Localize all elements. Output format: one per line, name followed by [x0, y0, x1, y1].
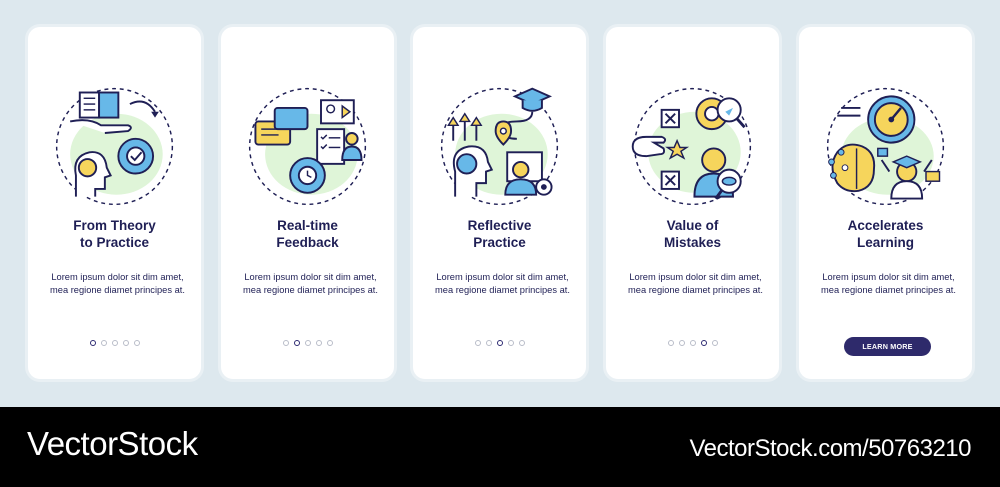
- onboarding-screens: From Theory to Practice Lorem ipsum dolo…: [28, 27, 972, 379]
- brand-logo-text: VectorStock: [27, 425, 198, 462]
- onboarding-card-value-of-mistakes: Value of Mistakes Lorem ipsum dolor sit …: [606, 27, 779, 379]
- card-title: Real-time Feedback: [229, 217, 386, 251]
- pagination-dot-2[interactable]: [485, 340, 492, 346]
- watermark-text: VectorStock.com/50763210: [689, 435, 971, 462]
- card-title-line-2: Mistakes: [663, 235, 722, 250]
- card-title-line-1: Real-time: [277, 218, 338, 233]
- pagination-dot-1[interactable]: [89, 340, 96, 346]
- pagination-dot-5[interactable]: [326, 340, 333, 346]
- book-hand-gear-head-icon: [55, 87, 174, 206]
- pagination-dots: [28, 340, 201, 350]
- pagination-dot-5[interactable]: [711, 340, 718, 346]
- card-description: Lorem ipsum dolor sit dim amet, mea regi…: [50, 272, 185, 296]
- card-title: Value of Mistakes: [614, 217, 771, 251]
- card-title-line-1: Accelerates: [847, 218, 924, 233]
- pagination-dot-2[interactable]: [678, 340, 685, 346]
- pagination-dot-5[interactable]: [133, 340, 140, 346]
- onboarding-card-realtime-feedback: Real-time Feedback Lorem ipsum dolor sit…: [221, 27, 394, 379]
- pagination-dot-4[interactable]: [507, 340, 514, 346]
- pagination-dot-1[interactable]: [282, 340, 289, 346]
- card-title-line-2: Feedback: [276, 235, 339, 250]
- pagination-dot-3[interactable]: [689, 340, 696, 346]
- pagination-dot-4[interactable]: [315, 340, 322, 346]
- mistakes-checkboxes-eye-icon: [631, 87, 752, 206]
- card-title-line-1: Value of: [666, 218, 719, 233]
- pagination-dots: [221, 340, 394, 350]
- footer-bar: [0, 407, 1000, 487]
- onboarding-card-theory-to-practice: From Theory to Practice Lorem ipsum dolo…: [28, 27, 201, 379]
- pagination-dot-1[interactable]: [474, 340, 481, 346]
- onboarding-card-reflective-practice: Reflective Practice Lorem ipsum dolor si…: [413, 27, 586, 379]
- pagination-dots: [413, 340, 586, 350]
- feedback-chat-video-icon: [248, 87, 367, 206]
- card-title-line-1: From Theory: [73, 218, 156, 233]
- card-title-line-2: Learning: [856, 235, 914, 250]
- card-title: Reflective Practice: [421, 217, 578, 251]
- card-description: Lorem ipsum dolor sit dim amet, mea regi…: [243, 272, 378, 296]
- card-description: Lorem ipsum dolor sit dim amet, mea regi…: [628, 272, 763, 296]
- card-title: Accelerates Learning: [807, 217, 964, 251]
- pagination-dot-2[interactable]: [100, 340, 107, 346]
- learn-more-button[interactable]: LEARN MORE: [844, 337, 931, 356]
- pagination-dot-3[interactable]: [304, 340, 311, 346]
- card-description: Lorem ipsum dolor sit dim amet, mea regi…: [435, 272, 570, 296]
- card-description: Lorem ipsum dolor sit dim amet, mea regi…: [821, 272, 956, 296]
- reflective-brain-path-icon: [440, 87, 559, 206]
- pagination-dot-1[interactable]: [667, 340, 674, 346]
- card-title-line-2: to Practice: [79, 235, 150, 250]
- onboarding-card-accelerates-learning: Accelerates Learning Lorem ipsum dolor s…: [799, 27, 972, 379]
- pagination-dot-3[interactable]: [496, 340, 503, 346]
- pagination-dot-4[interactable]: [700, 340, 707, 346]
- pagination-dots: [606, 340, 779, 350]
- pagination-dot-2[interactable]: [293, 340, 300, 346]
- pagination-dot-4[interactable]: [122, 340, 129, 346]
- speedometer-brain-icon: [826, 87, 945, 206]
- pagination-dot-3[interactable]: [111, 340, 118, 346]
- card-title-line-2: Practice: [473, 235, 526, 250]
- card-title-line-1: Reflective: [467, 218, 532, 233]
- card-title: From Theory to Practice: [36, 217, 193, 251]
- pagination-dot-5[interactable]: [518, 340, 525, 346]
